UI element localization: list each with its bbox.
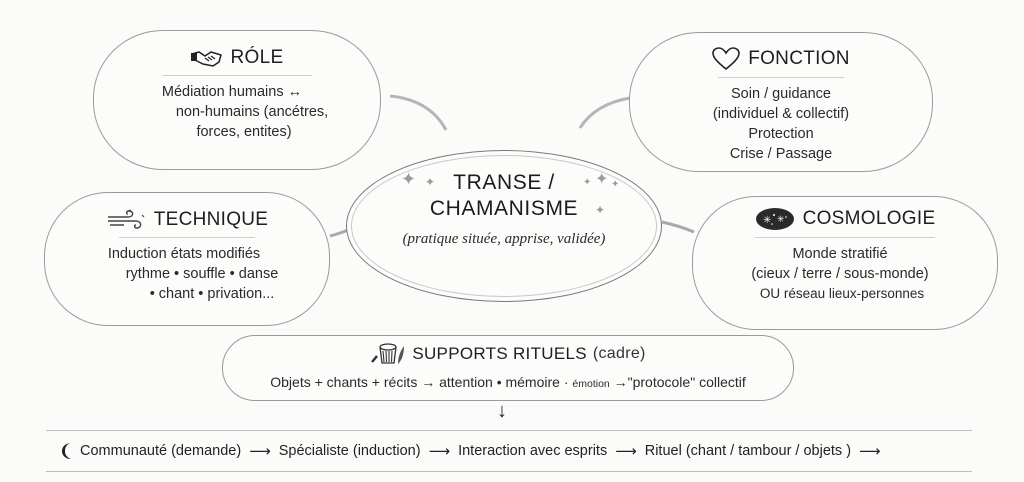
supports-body-tiny: émotion [572, 378, 610, 390]
svg-text:✳: ✳ [763, 215, 772, 226]
role-line-1: Médiation humains ↔ [161, 84, 303, 100]
flow-step-1: Communauté (demande) [80, 443, 242, 459]
sparkles-icon: ✦ [425, 175, 436, 189]
flow-arrow-icon: ⟶ [859, 443, 881, 460]
drum-icon [370, 342, 406, 366]
fonction-divider [718, 77, 844, 78]
sparkles-icon: ✦ [401, 169, 417, 189]
supports-body-part-2: →"protocole" collectif [613, 374, 746, 390]
technique-line-3: • chant • privation... [149, 286, 275, 302]
center-title-line-1: TRANSE / [453, 171, 555, 194]
cosmologie-line-3: OU réseau lieux-personnes [759, 286, 925, 301]
flow-arrow-icon: ⟶ [428, 443, 451, 460]
sparkles-icon: ✦ [595, 171, 609, 188]
technique-divider [119, 237, 255, 238]
flow-arrow-icon: ⟶ [615, 443, 637, 460]
sparkles-icon: ✦ [595, 203, 606, 217]
central-concept: ✦ ✦ ✦ ✦ ✦ ✦ TRANSE / CHAMANISME (pratiqu… [346, 150, 662, 302]
cosmologie-node: ✳✳ COSMOLOGIE Monde stratifié (cieux / t… [692, 196, 998, 330]
center-title-line-2: CHAMANISME [429, 197, 579, 220]
heart-icon [712, 47, 740, 71]
fonction-line-4: Crise / Passage [729, 146, 833, 162]
fonction-node: FONCTION Soin / guidance (individuel & c… [629, 32, 933, 172]
supports-rituels-node: SUPPORTS RITUELS (cadre) Objets + chants… [222, 335, 794, 401]
wind-icon [106, 209, 146, 231]
fonction-line-1: Soin / guidance [731, 86, 831, 102]
supports-body-part-1: Objets + chants + récits → attention • m… [270, 374, 569, 390]
fonction-line-2: (individuel & collectif) [712, 106, 850, 122]
crescent-moon-icon [60, 442, 74, 460]
cosmologie-line-2: (cieux / terre / sous-monde) [751, 266, 929, 282]
supports-title-suffix: (cadre) [592, 345, 646, 362]
cosmologie-line-1: Monde stratifié [792, 246, 888, 262]
technique-line-1: Induction états modifiés [107, 246, 261, 262]
technique-title: TECHNIQUE [153, 209, 269, 230]
role-node: RÓLE Médiation humains ↔ non-humains (an… [93, 30, 381, 170]
process-flow: Communauté (demande) ⟶ Spécialiste (indu… [46, 430, 972, 472]
technique-node: TECHNIQUE Induction états modifiés rythm… [44, 192, 330, 326]
fonction-title: FONCTION [748, 48, 850, 69]
flow-step-4: Rituel (chant / tambour / objets ) [644, 443, 852, 459]
cosmologie-divider [755, 237, 935, 238]
sparkles-icon: ✦ [583, 177, 592, 188]
flow-step-3: Interaction avec esprits [458, 443, 608, 459]
role-line-2: non-humains (ancétres, [175, 104, 329, 120]
flow-step-2: Spécialiste (induction) [278, 443, 421, 459]
role-line-3: forces, entites) [196, 124, 292, 140]
role-divider [162, 75, 312, 76]
flow-arrow-icon: ⟶ [249, 443, 271, 460]
supports-title: SUPPORTS RITUELS [412, 344, 587, 363]
down-arrow-icon: ↓ [497, 400, 507, 422]
svg-text:✳: ✳ [777, 214, 785, 224]
role-title: RÓLE [230, 47, 284, 68]
sparkles-icon: ✦ [611, 179, 620, 190]
starry-sky-icon: ✳✳ [755, 207, 795, 231]
technique-line-2: rythme • souffle • danse [125, 266, 279, 282]
handshake-icon [190, 48, 223, 68]
center-subtitle: (pratique située, apprise, validée) [402, 231, 606, 247]
fonction-line-3: Protection [748, 126, 814, 142]
cosmologie-title: COSMOLOGIE [802, 208, 936, 229]
